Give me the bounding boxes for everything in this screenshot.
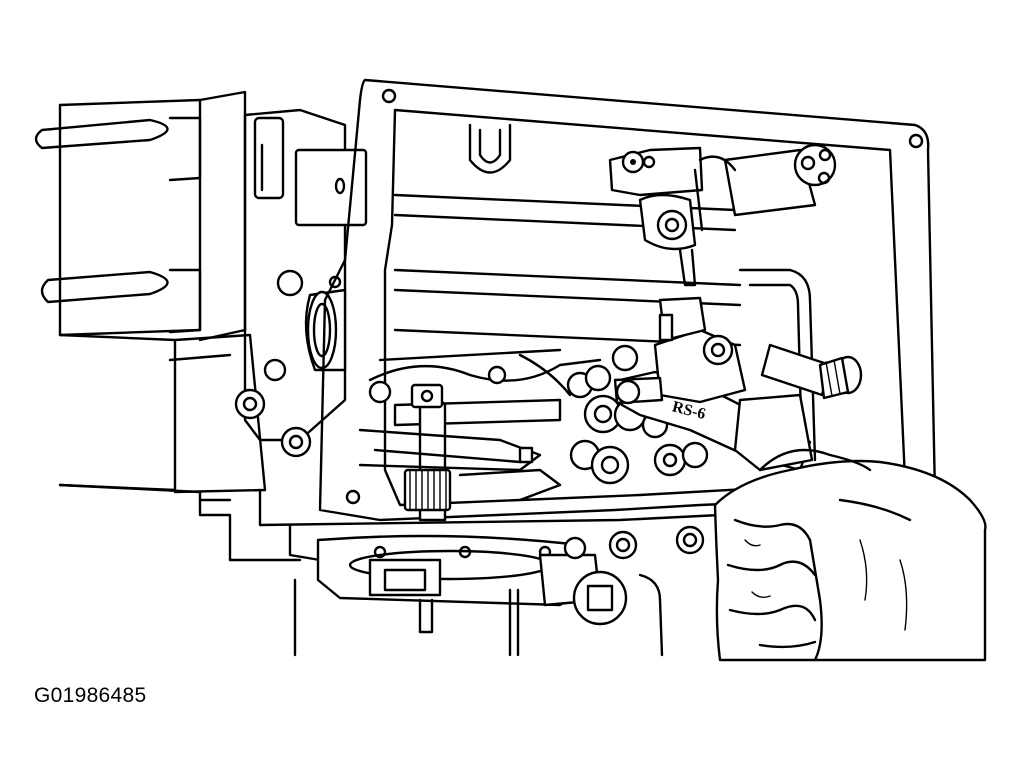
technician-hand bbox=[713, 448, 987, 662]
gear bbox=[403, 468, 452, 512]
lower-pump-assembly bbox=[228, 488, 722, 657]
left-housing bbox=[34, 90, 267, 562]
figure-id-label: G01986485 bbox=[34, 684, 147, 707]
transmission-case bbox=[234, 108, 368, 458]
shift-lever-assembly bbox=[608, 143, 837, 287]
internal-components bbox=[358, 344, 709, 522]
rs6-tool: RS-6 bbox=[613, 296, 863, 472]
